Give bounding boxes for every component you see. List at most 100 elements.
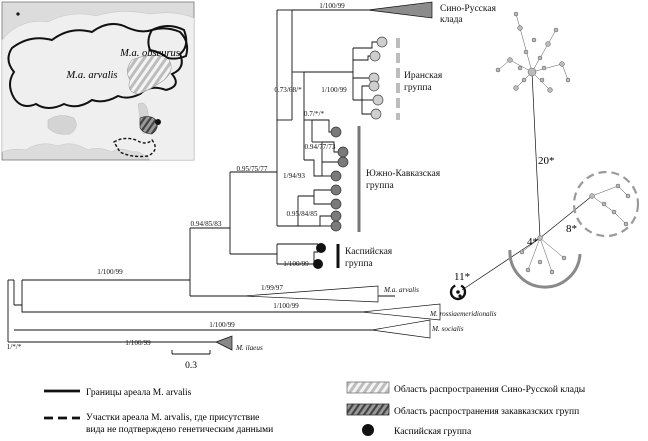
support-label: 1/*/* [7, 343, 22, 351]
caucasus-tip [330, 210, 342, 222]
ilaeus-clade-triangle [215, 335, 233, 351]
support-label: 1/99/97 [261, 284, 283, 292]
taxon-label: M. socialis [431, 325, 464, 333]
scale-bar: 0.3 [171, 350, 211, 371]
support-label: 0.94/85/83 [191, 220, 222, 228]
iran-tips [368, 36, 388, 120]
iran-tip [370, 108, 382, 120]
caucasus-tip [337, 156, 349, 168]
caucasus-tip [337, 146, 349, 158]
sino-russian-area [127, 55, 172, 95]
legend-label: Границы ареала M. arvalis [86, 388, 192, 398]
map-landmass [1, 11, 195, 161]
caspian-group-dot [155, 119, 161, 125]
branch-iran-1 [353, 41, 380, 49]
network-step-label: 8* [566, 223, 577, 235]
network-step-label: 11* [454, 271, 470, 283]
caucasus-tip [330, 198, 342, 210]
caucasus-group-label: группа [366, 181, 394, 191]
branch-cauc-6 [313, 196, 334, 205]
sino-russian-clade-triangle [367, 1, 433, 19]
taxon-label: M. ilaeus [235, 344, 263, 352]
support-label: 0.94/77/73 [305, 143, 336, 151]
iran-tip [368, 80, 380, 92]
legend-label: Область распространения закавказских гру… [394, 406, 579, 417]
network-step-label: 20* [538, 155, 555, 167]
caspian-group-label: Каспийская [345, 246, 393, 257]
support-label: 1/100/99 [319, 2, 345, 10]
rossiae-clade-triangle [361, 303, 441, 321]
branch-cauc-0 [312, 119, 334, 133]
iran-group-label: Иранская [404, 71, 443, 81]
iran-tip [372, 94, 384, 106]
support-label: 1/100/99 [321, 86, 347, 94]
legend-label: Область распространения Сино-Русской кла… [394, 384, 586, 395]
legend-caucasus-swatch [346, 403, 390, 416]
support-label: 0.7/*/* [304, 110, 325, 118]
legend-label: Каспийская группа [394, 426, 472, 437]
support-label: 1/100/99 [283, 260, 309, 268]
caucasus-group-label: Южно-Кавказская [366, 169, 441, 179]
taxon-labels: M.a. arvalis M. rossiaemeridionalis M. s… [235, 286, 497, 352]
caucasus-tip [330, 170, 342, 182]
iran-group-label: группа [404, 83, 432, 93]
caspian-tip [316, 243, 326, 253]
caspian-tips [313, 243, 326, 269]
map-sea [47, 115, 77, 135]
arvalis-range-boundary [7, 23, 188, 109]
map-label-obscurus: M.a. obscurus [119, 48, 180, 59]
caspian-network-ring [449, 283, 467, 301]
range-map: M.a. obscurus M.a. arvalis [1, 1, 195, 161]
legend-sino-swatch [346, 381, 390, 394]
branch-cauc-1 [322, 141, 341, 153]
haplotype-network: 20* 4* 8* 11* [449, 11, 640, 301]
caucasus-tip [330, 220, 342, 232]
caucasus-tips [330, 126, 349, 232]
support-values: 1/100/99 0.73/68/* 1/100/99 0.7/*/* 0.94… [7, 2, 348, 351]
branch-cauc-7 [298, 215, 334, 227]
legend-label: вида не подтверждено генетическим данным… [86, 425, 273, 435]
branch-cauc-5 [298, 189, 334, 197]
group-labels: Сино-Русская клада Иранская группа Южно-… [345, 4, 497, 269]
taxon-label: M. rossiaemeridionalis [429, 310, 497, 318]
iran-tip [369, 50, 381, 62]
support-label: 1/100/99 [273, 302, 299, 310]
legend: Границы ареала M. arvalis Участки ареала… [44, 381, 586, 437]
phylogenetic-tree [7, 9, 420, 343]
arvalis-clade-triangle [243, 285, 379, 303]
socialis-clade-triangle [371, 319, 431, 339]
caucasus-network-arc [508, 249, 582, 289]
iran-network-circle [572, 170, 640, 238]
branch-iran-4 [353, 85, 372, 101]
branch-rossiae-stem [21, 305, 420, 313]
taxon-label: M.a. arvalis [383, 286, 419, 294]
map-island-dot [16, 12, 20, 16]
obscurus-range-boundary [147, 27, 189, 60]
support-label: 1/100/99 [97, 268, 123, 276]
caspian-tip [313, 259, 323, 269]
support-label: 1/94/93 [283, 172, 305, 180]
support-label: 0.95/75/77 [237, 165, 268, 173]
support-label: 1/100/99 [209, 321, 235, 329]
legend-caspian-dot [362, 424, 374, 436]
branch-iran-5 [361, 100, 374, 115]
branch-caspian-2 [277, 251, 318, 265]
legend-label: Участки ареала M. arvalis, где присутств… [86, 413, 259, 423]
caucasus-tip [330, 126, 342, 138]
caucasus-tip [330, 184, 342, 196]
iran-tip [376, 36, 388, 48]
branch-main-split [14, 280, 23, 306]
scale-bar-label: 0.3 [185, 361, 197, 371]
arvalis-range-uncertain [113, 137, 156, 158]
caspian-group-label: группа [345, 259, 373, 269]
sino-group-label: клада [440, 15, 463, 25]
sino-russian-network-cluster [495, 11, 571, 93]
network-step-label: 4* [527, 236, 538, 248]
support-label: 1/100/99 [125, 339, 151, 347]
branch-cauc-4 [304, 159, 322, 177]
transcaucasus-area [139, 116, 158, 135]
sino-group-label: Сино-Русская [440, 4, 497, 14]
map-label-arvalis: M.a. arvalis [65, 70, 117, 81]
support-label: 0.95/84/85 [287, 210, 318, 218]
